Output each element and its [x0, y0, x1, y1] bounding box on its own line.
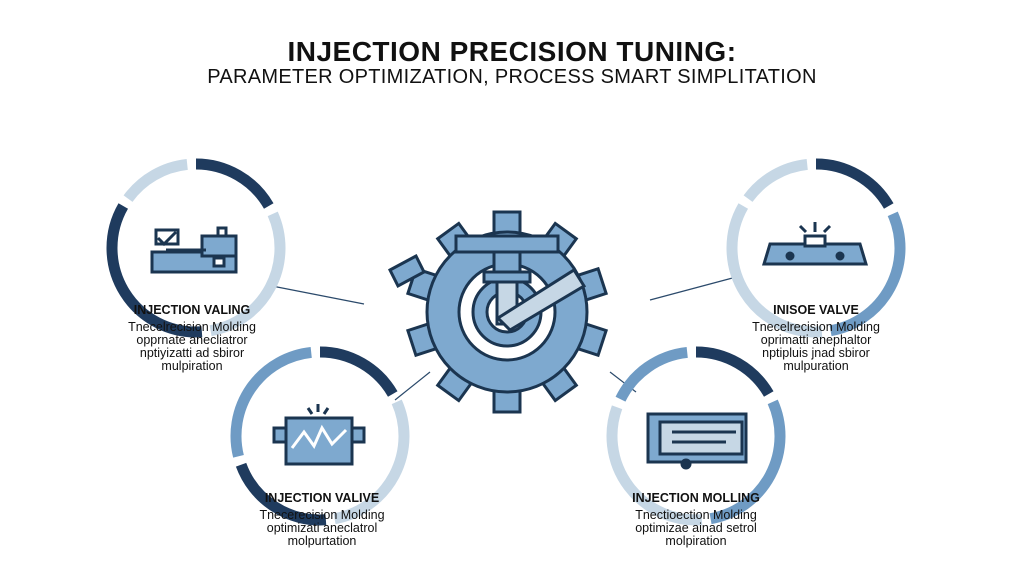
node-desc-line: optimizae ainad setrol [635, 521, 757, 535]
node-ring [230, 346, 410, 526]
ring-segment [235, 462, 327, 526]
node-desc-line: nptipluis jnad sbiror [762, 346, 870, 360]
node-ring [606, 346, 786, 526]
node-desc-line: Tnecelrecision Molding [752, 320, 880, 334]
node-desc-line: Tnecelrecision Molding [128, 320, 256, 334]
ring-segment [829, 211, 906, 337]
waveform-icon [272, 404, 366, 466]
node-desc-line: molpiration [665, 534, 727, 548]
valve-icon [761, 222, 869, 266]
ring-segment [695, 346, 774, 397]
node-desc-line: opprnate anecliatror [136, 333, 248, 347]
node-ring [106, 158, 286, 338]
ring-segment [195, 158, 274, 209]
ring-segment [815, 158, 894, 209]
node-desc-line: mulpuration [783, 359, 849, 373]
ring-segment [615, 346, 688, 402]
ring-segment [606, 405, 703, 526]
node-label: INJECTION MOLLING Tnectioection Molding … [576, 492, 816, 548]
node-desc-line: Tnectioection Molding [635, 508, 757, 522]
connector-line [649, 275, 741, 301]
ring-segment [743, 158, 808, 202]
node-title: INISOE VALVE [773, 303, 859, 317]
node-title: INJECTION MOLLING [632, 491, 760, 505]
ring-segment [726, 203, 823, 338]
node-desc-line: oprimatti anephaltor [760, 333, 872, 347]
gear-nozzle-icon [388, 210, 609, 414]
machine-icon [150, 226, 238, 274]
node-label: INISOE VALVE Tnecelrecision Molding opri… [696, 304, 936, 373]
node-desc-line: molpurtation [287, 534, 357, 548]
node-label: INJECTION VALIVE Tnecerecision Molding o… [202, 492, 442, 548]
node-desc-line: optimizati aneclatrol [266, 521, 378, 535]
ring-segment [106, 203, 203, 338]
page-title: INJECTION PRECISION TUNING: [287, 36, 737, 67]
ring-segment [230, 346, 312, 458]
ring-segment [333, 399, 410, 525]
ring-segment [709, 399, 786, 525]
page-subtitle: PARAMETER OPTIMIZATION, PROCESS SMART SI… [207, 66, 817, 88]
node-ring [726, 158, 906, 338]
node-label: INJECTION VALING Tnecelrecision Molding … [72, 304, 312, 373]
ring-segment [209, 211, 286, 337]
node-desc-line: Tnecerecision Molding [259, 508, 385, 522]
node-desc-line: mulpiration [161, 359, 223, 373]
ring-segment [123, 158, 188, 202]
ring-segment [319, 346, 398, 397]
mold-icon [646, 412, 748, 470]
node-desc-line: nptiyizatti ad sbiror [139, 346, 245, 360]
node-title: INJECTION VALIVE [264, 491, 380, 505]
connector-line [271, 285, 365, 305]
node-title: INJECTION VALING [133, 303, 251, 317]
connector-line [394, 371, 431, 401]
